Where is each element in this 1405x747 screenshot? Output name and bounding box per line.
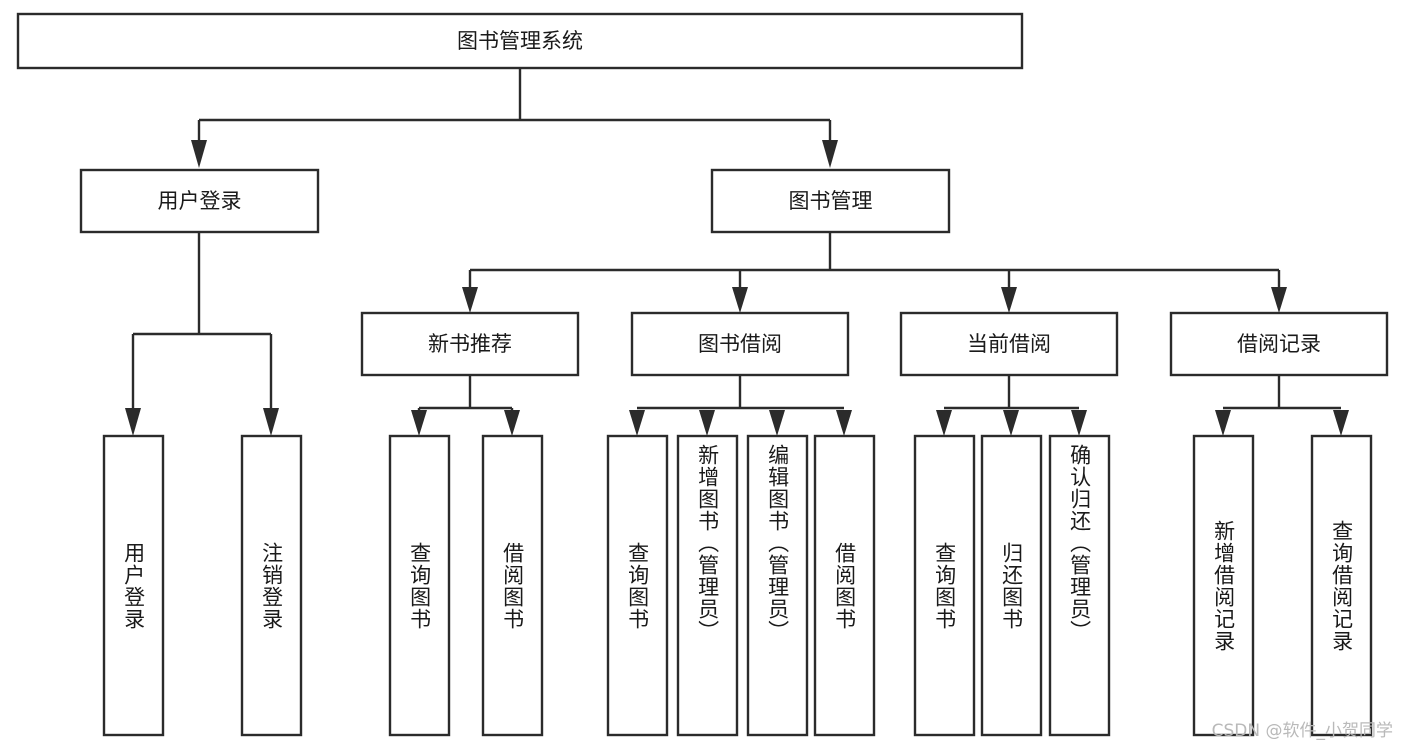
leaf-box-logout[interactable] bbox=[240, 434, 303, 737]
arrow-head-new-book-recommend bbox=[462, 287, 478, 313]
arrow-head-leaf-query-book-b bbox=[629, 410, 645, 436]
leaf-box-confirm-return-admin[interactable] bbox=[1048, 434, 1111, 737]
arrow-head-current-borrow bbox=[1001, 287, 1017, 313]
leaf-box-user-login[interactable] bbox=[102, 434, 165, 737]
arrow-head-leaf-query-record bbox=[1333, 410, 1349, 436]
node-box-current-borrow[interactable] bbox=[899, 311, 1119, 377]
leaf-box-borrow-book-recommend[interactable] bbox=[481, 434, 544, 737]
leaf-box-query-book-current[interactable] bbox=[913, 434, 976, 737]
leaf-box-add-borrow-record[interactable] bbox=[1192, 434, 1255, 737]
leaf-box-borrow-book-borrow[interactable] bbox=[813, 434, 876, 737]
node-box-book-management[interactable] bbox=[710, 168, 951, 234]
arrow-head-leaf-query-book-c bbox=[936, 410, 952, 436]
watermark-csdn: CSDN @软件_小贺同学 bbox=[1211, 721, 1393, 741]
arrow-head-leaf-user-login bbox=[125, 408, 141, 436]
leaf-box-edit-book-admin[interactable] bbox=[746, 434, 809, 737]
arrow-head-borrow-record bbox=[1271, 287, 1287, 313]
arrow-head-leaf-borrow-book-a bbox=[504, 410, 520, 436]
node-label-book-management: 图书管理 bbox=[789, 189, 873, 213]
node-box-root[interactable] bbox=[16, 12, 1024, 70]
leaf-box-add-book-admin[interactable] bbox=[676, 434, 739, 737]
arrow-head-leaf-query-book-a bbox=[411, 410, 427, 436]
leaf-box-query-book-borrow[interactable] bbox=[606, 434, 669, 737]
node-box-book-borrow[interactable] bbox=[630, 311, 850, 377]
arrow-head-user-login bbox=[191, 140, 207, 168]
node-label-current-borrow: 当前借阅 bbox=[967, 332, 1051, 356]
arrow-head-leaf-logout bbox=[263, 408, 279, 436]
arrow-head-leaf-return-book bbox=[1003, 410, 1019, 436]
node-box-borrow-record[interactable] bbox=[1169, 311, 1389, 377]
arrow-head-leaf-add-record bbox=[1215, 410, 1231, 436]
node-label-new-book-recommend: 新书推荐 bbox=[428, 332, 512, 356]
leaf-box-query-book-recommend[interactable] bbox=[388, 434, 451, 737]
node-label-root: 图书管理系统 bbox=[457, 29, 583, 53]
node-label-user-login: 用户登录 bbox=[158, 189, 242, 213]
node-box-new-book-recommend[interactable] bbox=[360, 311, 580, 377]
node-label-book-borrow: 图书借阅 bbox=[698, 332, 782, 356]
arrow-head-leaf-add-book bbox=[699, 410, 715, 436]
arrow-head-book-borrow bbox=[732, 287, 748, 313]
arrow-head-leaf-borrow-book-b bbox=[836, 410, 852, 436]
arrow-head-leaf-confirm-return bbox=[1071, 410, 1087, 436]
arrow-head-book-mgmt bbox=[822, 140, 838, 168]
node-label-borrow-record: 借阅记录 bbox=[1237, 332, 1321, 356]
leaf-box-query-borrow-record[interactable] bbox=[1310, 434, 1373, 737]
arrow-head-leaf-edit-book bbox=[769, 410, 785, 436]
leaf-box-return-book[interactable] bbox=[980, 434, 1043, 737]
